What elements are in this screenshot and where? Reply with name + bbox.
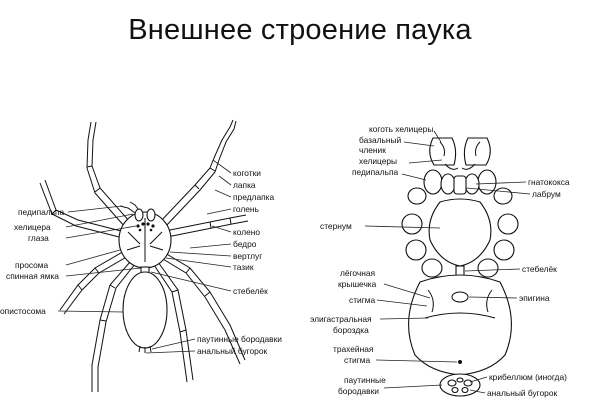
label-kogotki: коготки [233, 168, 261, 178]
label-epigina: эпигина [519, 293, 550, 303]
label-borozdka: бороздка [333, 325, 369, 335]
label-bazalnyi: базальный [359, 135, 402, 145]
label-kryshechka: крышечка [338, 279, 377, 289]
label-helicera: хелицера [14, 222, 51, 232]
label-pedipalpa-ventral: педипальпа [352, 167, 399, 177]
label-eligastralnaya: элигастральная [310, 314, 372, 324]
label-pedipalpa: педипальпа [18, 207, 65, 217]
label-stebelek-ventral: стебелёк [522, 264, 557, 274]
dorsal-labels-right: коготки лапка предлапка голень колено бе… [145, 159, 282, 356]
label-opistosoma: опистосома [0, 306, 46, 316]
label-vertlug: вертлуг [233, 251, 262, 261]
label-chlenik: членик [359, 145, 386, 155]
label-pautinnye: паутинные [344, 375, 386, 385]
label-gnatokoksa: гнатококса [528, 177, 570, 187]
label-koleno: колено [233, 227, 260, 237]
label-kogot-helicery: коготь хелицеры [369, 124, 433, 134]
label-stebelek: стебелёк [233, 286, 268, 296]
label-traheinaya: трахейная [333, 344, 373, 354]
label-glaza: глаза [28, 233, 49, 243]
label-sternum: стернум [320, 221, 352, 231]
ventral-labels-left: стернум лёгочная крышечка стигма элигаст… [310, 221, 458, 396]
label-golen: голень [233, 204, 260, 214]
page-title: Внешнее строение паука [128, 14, 472, 46]
label-kribellum: крибеллюм (иногда) [489, 372, 567, 382]
label-analnyi-bugorok-ventral: анальный бугорок [487, 388, 557, 398]
label-helicery: хелицеры [359, 156, 397, 166]
label-predlapka: предлапка [233, 192, 274, 202]
label-borodavki: бородавки [338, 386, 379, 396]
label-pautinnye-borodavki: паутинные бородавки [197, 334, 282, 344]
label-tazik: тазик [233, 262, 254, 272]
dorsal-labels-left: педипальпа хелицера глаза просома спинна… [0, 205, 142, 316]
label-spinnaya-yamka: спинная ямка [6, 271, 59, 281]
label-stigma: стигма [349, 295, 376, 305]
label-prosoma: просома [15, 260, 49, 270]
label-bedro: бедро [233, 239, 257, 249]
label-stigma-2: стигма [344, 355, 371, 365]
ventral-labels-right: гнатококса лабрум стебелёк эпигина крибе… [464, 177, 570, 398]
dorsal-spider-figure [39, 119, 249, 392]
ventral-labels-top: коготь хелицеры базальный членик хелицер… [352, 124, 443, 181]
label-analnyi-bugorok: анальный бугорок [197, 346, 267, 356]
label-lapka: лапка [233, 180, 256, 190]
label-legochnaya: лёгочная [340, 268, 375, 278]
ventral-spider-figure [401, 137, 519, 397]
label-labrum: лабрум [532, 189, 561, 199]
